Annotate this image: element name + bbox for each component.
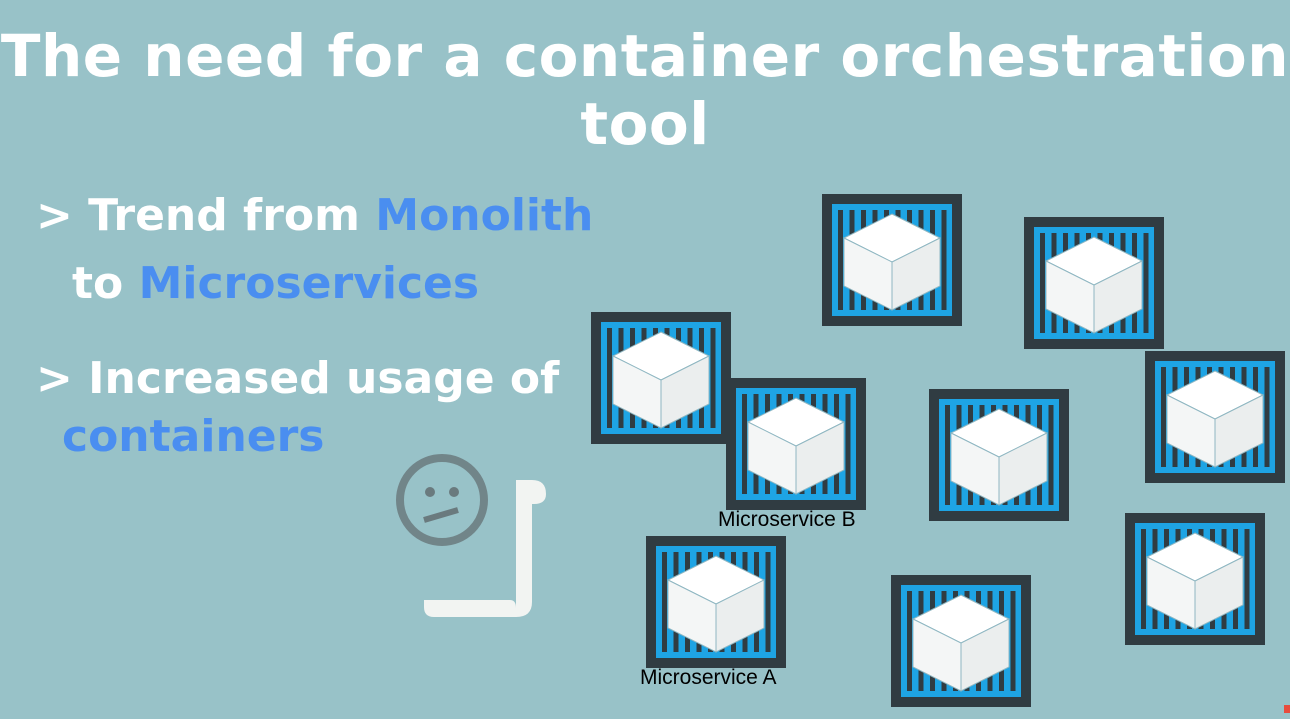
microservice-a-label: Microservice A <box>640 666 777 689</box>
container-microservice-a <box>646 536 786 668</box>
cube-container-icon <box>736 388 856 500</box>
confused-face-icon <box>396 454 488 546</box>
bullet-containers: > Increased usage of containers <box>36 345 559 471</box>
slide-title: The need for a container orchestration t… <box>0 22 1290 158</box>
cube-container-icon <box>939 399 1059 511</box>
cube-container-icon <box>1034 227 1154 339</box>
container-5 <box>1145 351 1285 483</box>
red-marker <box>1284 705 1290 713</box>
container-6 <box>891 575 1031 707</box>
cube-container-icon <box>901 585 1021 697</box>
bullet-monolith-microservices: > Trend from Monolith to Microservices <box>36 182 593 318</box>
cube-container-icon <box>656 546 776 658</box>
microservice-b-label: Microservice B <box>718 508 856 531</box>
scroll-document-icon <box>392 452 552 622</box>
cube-container-icon <box>832 204 952 316</box>
container-4 <box>929 389 1069 521</box>
container-2 <box>1024 217 1164 349</box>
container-3 <box>591 312 731 444</box>
bullet-1-text: > Trend from <box>36 190 376 241</box>
bullet-1-line2-text: to <box>72 258 139 309</box>
container-microservice-b <box>726 378 866 510</box>
bullet-2-line2-highlight: containers <box>62 411 325 462</box>
cube-container-icon <box>1135 523 1255 635</box>
container-1 <box>822 194 962 326</box>
bullet-1-line2-highlight: Microservices <box>138 258 480 309</box>
cube-container-icon <box>1155 361 1275 473</box>
cube-container-icon <box>601 322 721 434</box>
bullet-1-highlight: Monolith <box>375 190 594 241</box>
bullet-2-text: > Increased usage of <box>36 353 560 404</box>
container-7 <box>1125 513 1265 645</box>
